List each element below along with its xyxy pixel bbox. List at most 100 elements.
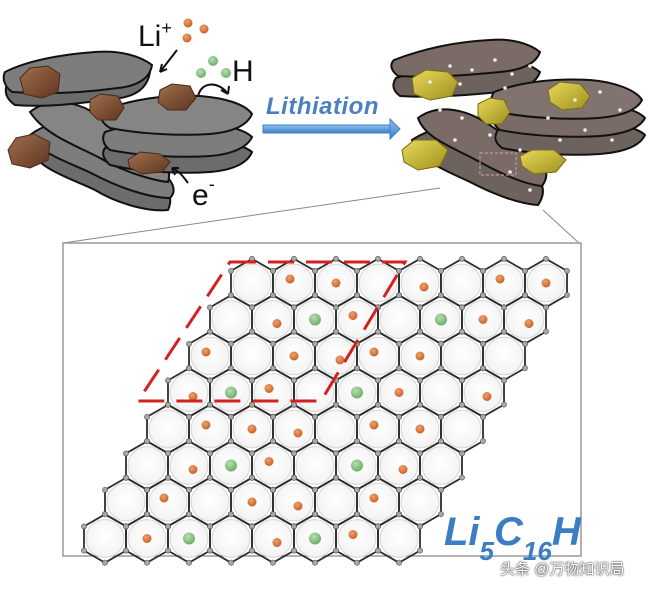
lithiated-anode-illustration — [390, 38, 647, 207]
hydrogen-release-arrow-icon — [197, 83, 229, 98]
carbon-atom-icon — [417, 450, 423, 457]
carbon-atom-icon — [207, 401, 213, 408]
carbon-atom-icon — [396, 267, 402, 274]
carbon-atom-icon — [312, 365, 318, 372]
carbon-atom-icon — [228, 365, 234, 372]
carbon-atom-icon — [312, 413, 318, 420]
li-ion-icon — [264, 384, 274, 393]
carbon-atom-icon — [270, 486, 276, 493]
carbon-atom-icon — [375, 328, 381, 335]
hydrogen-atom-icon — [351, 459, 363, 472]
carbon-atom-icon — [291, 401, 297, 408]
carbon-atom-icon — [291, 450, 297, 457]
carbon-atom-icon — [396, 340, 402, 347]
silicon-particle — [157, 83, 197, 111]
carbon-atom-icon — [564, 292, 570, 298]
lithiated-silicon-particle — [547, 81, 591, 111]
carbon-atom-icon — [270, 292, 276, 299]
carbon-atom-icon — [102, 486, 108, 493]
li-ion-icon — [293, 501, 303, 511]
carbon-atom-icon — [312, 486, 318, 493]
hydrogen-atom-icon — [351, 386, 363, 399]
watermark: 头条 @万物知识局 — [500, 561, 625, 578]
li-ion-icon — [415, 424, 425, 434]
lithiated-silicon-particle — [401, 139, 449, 171]
li-ion-icon — [369, 420, 379, 430]
carbon-atom-icon — [333, 450, 339, 457]
carbon-atom-icon — [165, 523, 171, 530]
li-ion-icon — [188, 465, 198, 474]
carbon-atom-icon — [165, 474, 171, 481]
carbon-atom-icon — [228, 438, 234, 445]
li-ion-icon — [541, 278, 551, 288]
carbon-atom-icon — [396, 486, 402, 493]
carbon-atom-icon — [186, 365, 192, 372]
carbon-atom-icon — [459, 450, 465, 457]
carbon-atom-icon — [228, 559, 234, 566]
li-ion-icon — [272, 319, 282, 328]
silicon-particle — [89, 93, 125, 121]
carbon-atom-icon — [459, 328, 465, 335]
carbon-atom-icon — [375, 474, 381, 481]
carbon-atom-icon — [186, 438, 192, 445]
carbon-atom-icon — [207, 474, 213, 481]
carbon-atom-icon — [312, 559, 318, 566]
carbon-atom-icon — [165, 377, 171, 384]
carbon-atom-icon — [102, 559, 108, 566]
carbon-atom-icon — [207, 377, 213, 384]
carbon-atom-icon — [375, 450, 381, 457]
carbon-atom-icon — [249, 547, 255, 554]
carbon-atom-icon — [228, 292, 234, 299]
li-ion-icon — [159, 493, 169, 503]
hydrogen-atom-icon — [196, 68, 206, 78]
carbon-atom-icon — [375, 377, 381, 384]
carbon-atom-icon — [354, 413, 360, 420]
carbon-atom-icon — [249, 474, 255, 481]
li-ion-icon — [478, 315, 488, 324]
carbon-atom-icon — [417, 401, 423, 408]
li-ion-icon — [188, 392, 198, 401]
carbon-atom-icon — [501, 377, 507, 384]
lithiated-silicon-particle — [477, 97, 511, 125]
carbon-atom-icon — [123, 474, 129, 481]
carbon-atom-icon — [354, 365, 360, 372]
carbon-atom-icon — [270, 267, 276, 274]
li-ion-icon — [182, 33, 192, 43]
carbon-atom-icon — [81, 547, 87, 554]
carbon-atom-icon — [438, 486, 444, 493]
carbon-atom-icon — [417, 328, 423, 335]
carbon-atom-icon — [396, 559, 402, 566]
carbon-atom-icon — [480, 292, 486, 299]
carbon-atom-icon — [165, 450, 171, 457]
carbon-atom-icon — [270, 413, 276, 420]
carbon-atom-icon — [459, 255, 465, 262]
carbon-atom-icon — [249, 450, 255, 457]
lithiated-silicon-particle — [519, 149, 567, 175]
carbon-atom-icon — [438, 365, 444, 372]
carbon-atom-icon — [543, 328, 549, 335]
carbon-atom-icon — [438, 292, 444, 299]
lithiation-arrow — [262, 117, 401, 141]
hydrogen-atom-icon — [208, 56, 218, 66]
carbon-atom-icon — [228, 511, 234, 518]
carbon-atom-icon — [354, 486, 360, 493]
carbon-atom-icon — [249, 523, 255, 530]
li-ion-icon — [201, 420, 211, 430]
carbon-atom-icon — [417, 304, 423, 311]
carbon-atom-icon — [270, 438, 276, 445]
li-ion-icon — [264, 457, 274, 466]
zoom-callout-line — [62, 187, 441, 244]
carbon-atom-icon — [501, 255, 507, 262]
carbon-atom-icon — [438, 267, 444, 274]
lithiated-sheet — [416, 108, 548, 188]
li-ion-icon — [369, 493, 379, 503]
carbon-atom-icon — [270, 511, 276, 518]
carbon-atom-icon — [291, 377, 297, 384]
carbon-atom-icon — [354, 511, 360, 518]
lithiated-silicon-particle — [411, 69, 459, 101]
carbon-atom-icon — [354, 559, 360, 566]
carbon-atom-icon — [522, 340, 528, 347]
carbon-atom-icon — [438, 511, 444, 517]
carbon-atom-icon — [480, 438, 486, 444]
